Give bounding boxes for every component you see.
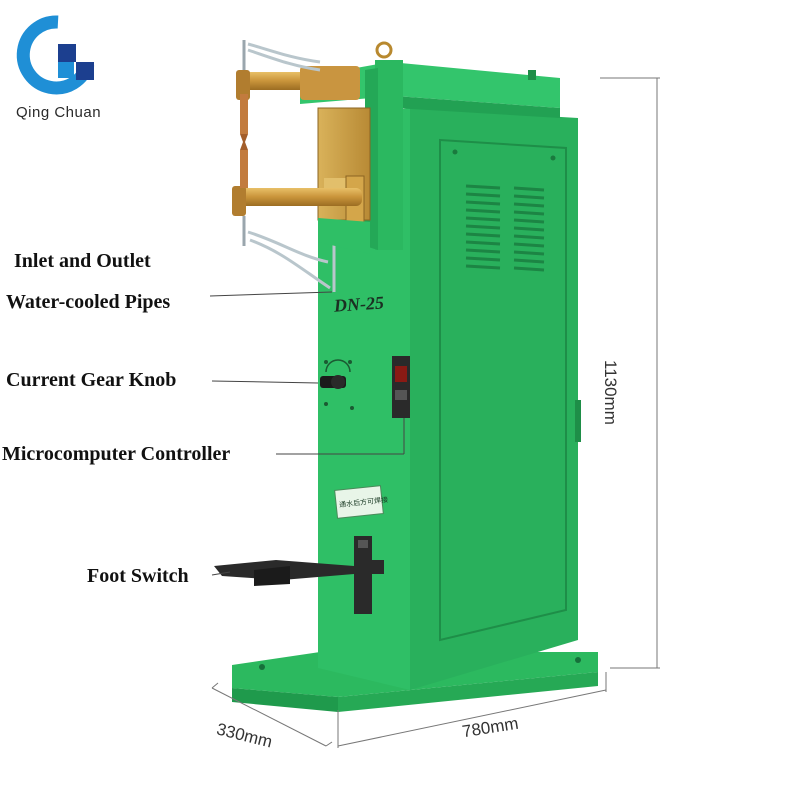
brand-logo [16, 15, 95, 95]
upper-electrode-arm [236, 40, 360, 142]
foot-switch[interactable] [214, 536, 384, 614]
callout-knob: Current Gear Knob [6, 369, 177, 391]
callout-pipes-line2: Water-cooled Pipes [6, 291, 171, 313]
callout-controller: Microcomputer Controller [2, 443, 231, 465]
top-beam [300, 41, 560, 250]
column-neck [318, 218, 370, 254]
microcomputer-controller[interactable] [392, 356, 410, 418]
callout-lines [209, 291, 405, 576]
dimension-lines [211, 77, 660, 748]
machine-cabinet [318, 108, 581, 690]
current-gear-knob[interactable] [320, 359, 354, 410]
callout-pipes-line1: Inlet and Outlet [14, 250, 151, 272]
callout-foot-switch: Foot Switch [87, 565, 189, 587]
panel-sticker: 通水后方可焊接 [334, 485, 388, 519]
dimension-height: 1130mm [601, 360, 620, 425]
electrode-holder-block [317, 107, 371, 225]
brand-name: Qing Chuan [16, 104, 102, 121]
water-cooled-pipes [247, 42, 336, 292]
lower-electrode-arm [232, 142, 362, 246]
model-label: DN-25 [332, 292, 384, 316]
